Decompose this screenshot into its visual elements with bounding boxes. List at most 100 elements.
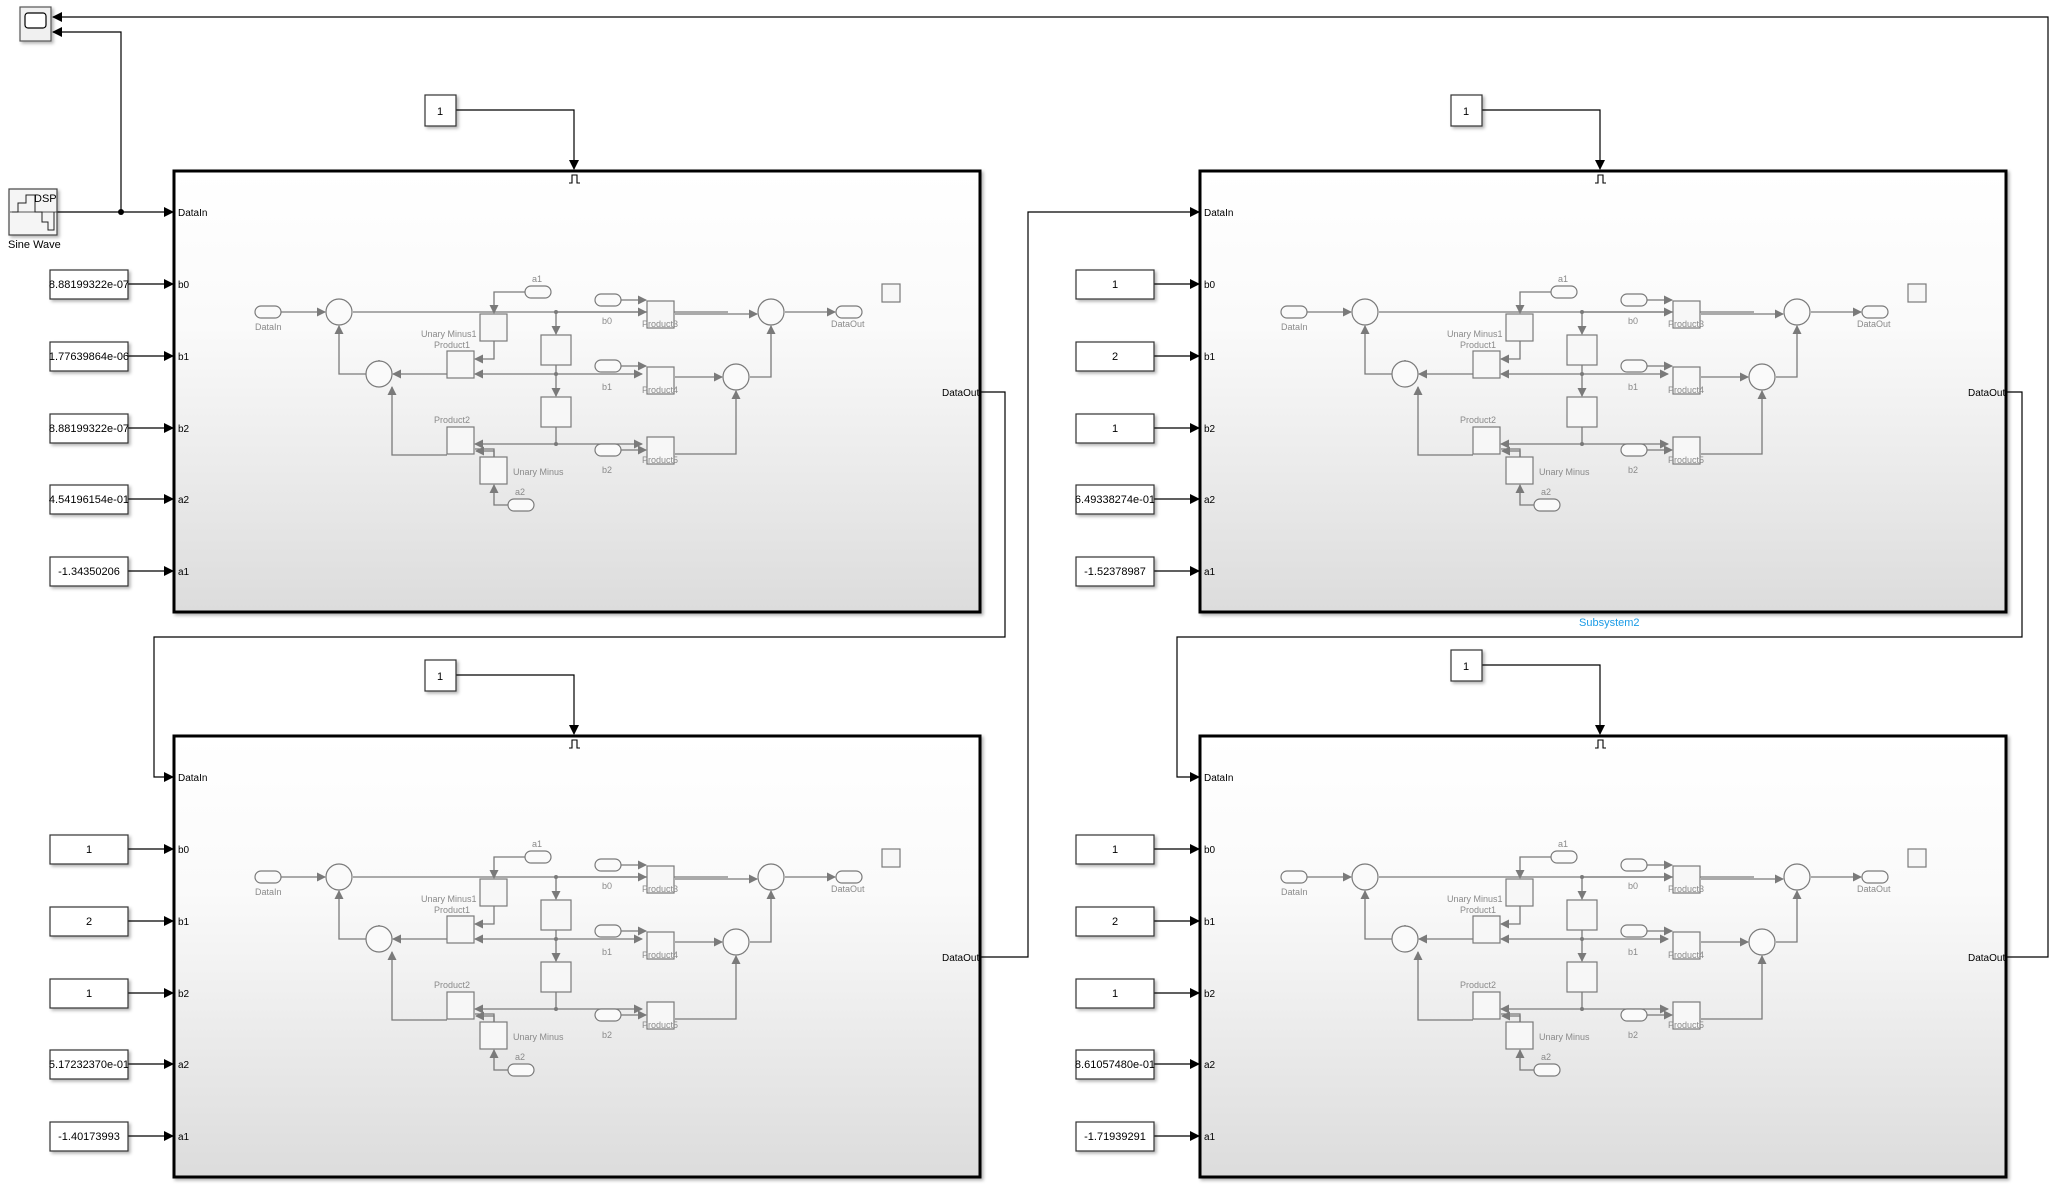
constant-body[interactable]	[49, 484, 129, 515]
enable-constant-block[interactable]: 1	[424, 659, 457, 692]
constant-block-b0[interactable]: 8.88199322e-07	[49, 269, 129, 300]
constant-body[interactable]	[1075, 341, 1155, 372]
constant-body[interactable]	[424, 94, 457, 127]
constant-body[interactable]	[49, 1049, 129, 1080]
constant-body[interactable]	[49, 341, 129, 372]
constant-body[interactable]	[49, 978, 129, 1009]
inner-signal-line[interactable]	[675, 955, 741, 1020]
constant-block-b0[interactable]: 1	[1075, 834, 1155, 865]
inner-signal-line[interactable]	[474, 341, 495, 364]
goto-b1-label: b1	[602, 947, 612, 957]
constant-block-b2[interactable]: 1	[1075, 978, 1155, 1009]
constant-block-a1[interactable]: -1.52378987	[1075, 556, 1155, 587]
constant-block-b0[interactable]: 1	[49, 834, 129, 865]
inner-signal-line[interactable]	[1515, 856, 1551, 879]
inner-signal-line[interactable]	[1413, 386, 1473, 456]
inner-signal-line[interactable]	[1501, 1011, 1521, 1022]
subsystem-body[interactable]	[172, 734, 982, 1179]
inner-signal-line[interactable]	[1776, 325, 1802, 378]
constant-block-b2[interactable]: 1	[1075, 413, 1155, 444]
inner-signal-line[interactable]	[1701, 955, 1767, 1020]
constant-block-a1[interactable]: -1.71939291	[1075, 1121, 1155, 1152]
constant-body[interactable]	[424, 659, 457, 692]
constant-block-a1[interactable]: -1.34350206	[49, 556, 129, 587]
constant-block-b2[interactable]: 8.88199322e-07	[49, 413, 129, 444]
inner-signal-line[interactable]	[675, 390, 741, 455]
inner-signal-line[interactable]	[1515, 1049, 1534, 1071]
constant-body[interactable]	[1075, 906, 1155, 937]
inner-signal-line[interactable]	[1515, 291, 1551, 314]
constant-block-a2[interactable]: 4.54196154e-01	[49, 484, 129, 515]
subsystem-body[interactable]	[172, 169, 982, 614]
constant-body[interactable]	[1450, 94, 1483, 127]
enable-signal-line[interactable]	[456, 674, 579, 735]
constant-body[interactable]	[1075, 1121, 1155, 1152]
constant-body[interactable]	[49, 556, 129, 587]
subsystem3-to-subsystem2[interactable]	[980, 207, 1200, 958]
inner-signal-line[interactable]	[1360, 325, 1392, 375]
inner-signal-line[interactable]	[489, 856, 525, 879]
subsystem-body[interactable]	[1198, 734, 2008, 1179]
constant-block-b0[interactable]: 1	[1075, 269, 1155, 300]
subsystem1-to-subsystem3[interactable]	[153, 391, 1006, 782]
inner-signal-line[interactable]	[475, 446, 495, 457]
constant-block-b1[interactable]: 2	[49, 906, 129, 937]
inner-signal-line[interactable]	[489, 484, 508, 506]
enable-constant-block[interactable]: 1	[424, 94, 457, 127]
constant-block-a2[interactable]: 5.17232370e-01	[49, 1049, 129, 1080]
constant-body[interactable]	[1075, 556, 1155, 587]
enable-signal-line[interactable]	[456, 109, 579, 170]
constant-block-a1[interactable]: -1.40173993	[49, 1121, 129, 1152]
inner-signal-line[interactable]	[334, 325, 366, 375]
constant-body[interactable]	[49, 413, 129, 444]
constant-block-b2[interactable]: 1	[49, 978, 129, 1009]
constant-body[interactable]	[49, 834, 129, 865]
inner-signal-line[interactable]	[1515, 484, 1534, 506]
inner-signal-line[interactable]	[387, 386, 447, 456]
inner-signal-line[interactable]	[1701, 390, 1767, 455]
enable-constant-block[interactable]: 1	[1450, 649, 1483, 682]
inner-signal-line[interactable]	[750, 890, 776, 943]
constant-body[interactable]	[49, 269, 129, 300]
constant-body[interactable]	[1075, 269, 1155, 300]
inner-signal-line[interactable]	[387, 951, 447, 1021]
constant-body[interactable]	[1075, 978, 1155, 1009]
subsystem2-to-subsystem4[interactable]	[1176, 391, 2023, 782]
subsystem4-to-scope[interactable]	[52, 12, 2049, 958]
constant-block-a2[interactable]: 8.61057480e-01	[1075, 1049, 1155, 1080]
constant-body[interactable]	[1075, 484, 1155, 515]
constant-block-b1[interactable]: 1.77639864e-06	[49, 341, 129, 372]
constant-block-b1[interactable]: 2	[1075, 906, 1155, 937]
inner-signal-line[interactable]	[750, 325, 776, 378]
constant-body[interactable]	[1075, 834, 1155, 865]
inner-signal-line[interactable]	[334, 890, 366, 940]
inner-signal-line[interactable]	[1501, 446, 1521, 457]
enable-constant-block[interactable]: 1	[1450, 94, 1483, 127]
inner-signal-line[interactable]	[1500, 341, 1521, 364]
inner-signal-line[interactable]	[474, 906, 495, 929]
subsystem-body[interactable]	[1198, 169, 2008, 614]
enable-signal-line[interactable]	[1482, 664, 1605, 735]
inner-signal-line[interactable]	[489, 291, 525, 314]
constant-block-a2[interactable]: 6.49338274e-01	[1075, 484, 1155, 515]
enable-signal-line[interactable]	[1482, 109, 1605, 170]
constant-body[interactable]	[1075, 1049, 1155, 1080]
constant-body[interactable]	[49, 906, 129, 937]
constant-body[interactable]	[1450, 649, 1483, 682]
inner-signal-line[interactable]	[1413, 951, 1473, 1021]
inner-signal-line[interactable]	[1500, 906, 1521, 929]
inner-signal-line[interactable]	[1776, 890, 1802, 943]
constant-block-b1[interactable]: 2	[1075, 341, 1155, 372]
inner-signal-line[interactable]	[1360, 890, 1392, 940]
constant-body[interactable]	[1075, 413, 1155, 444]
inner-signal-line[interactable]	[475, 1011, 495, 1022]
constant-body[interactable]	[49, 1121, 129, 1152]
scope-block[interactable]	[19, 6, 52, 42]
sine-to-scope[interactable]	[52, 27, 122, 212]
inner-signal-line[interactable]	[489, 1049, 508, 1071]
